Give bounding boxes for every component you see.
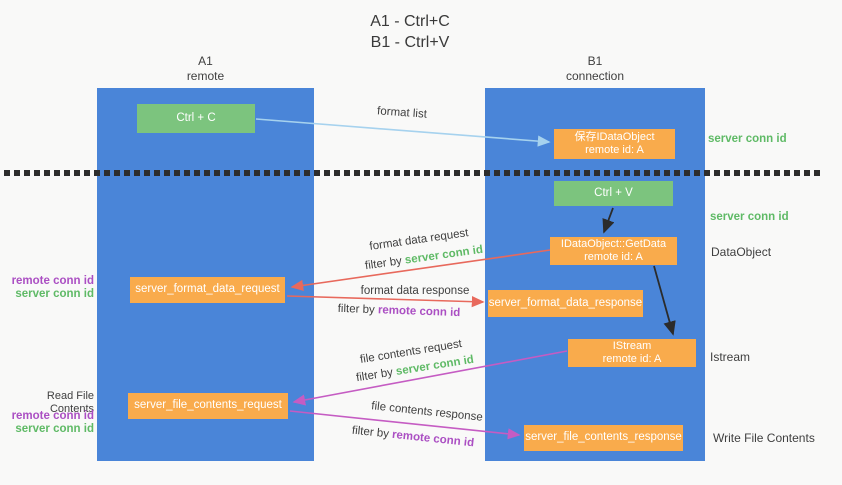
- server-conn-id-annotation-2: server conn id: [15, 423, 94, 435]
- server-conn-id-annotation-mid: server conn id: [710, 211, 789, 223]
- conn-id-annotation-block-1: remote conn id server conn id: [0, 275, 94, 301]
- diagram-title: A1 - Ctrl+C B1 - Ctrl+V: [0, 11, 820, 53]
- remote-conn-id-annotation-2: remote conn id: [11, 410, 94, 422]
- title-line-1: A1 - Ctrl+C: [370, 13, 450, 30]
- ctrl-c-label: Ctrl + C: [176, 111, 216, 124]
- ctrl-c-box: Ctrl + C: [137, 104, 255, 133]
- right-lane-header: B1 connection: [485, 54, 705, 84]
- filter-by-remote-conn-id-label-1: filter by remote conn id: [337, 303, 460, 319]
- title-line-2: B1 - Ctrl+V: [370, 34, 450, 51]
- filter-by-text: filter by: [355, 366, 397, 385]
- format-data-response-label: format data response: [360, 285, 470, 297]
- filter-by-text: filter by: [337, 302, 379, 317]
- idataobject-getdata-line2: remote id: A: [584, 251, 643, 263]
- right-lane-name: B1: [587, 54, 603, 68]
- write-file-contents-annotation: Write File Contents: [713, 431, 815, 445]
- remote-conn-id-text: remote conn id: [377, 304, 461, 320]
- istream-box: IStream remote id: A: [568, 339, 696, 367]
- left-lane-header: A1 remote: [97, 54, 314, 84]
- remote-conn-id-text: remote conn id: [391, 428, 475, 450]
- phase-separator-dotted-line: [4, 170, 824, 176]
- server-file-contents-request-box: server_file_contents_request: [128, 393, 288, 419]
- ctrl-v-label: Ctrl + V: [594, 186, 633, 199]
- filter-by-remote-conn-id-label-2: filter by remote conn id: [351, 425, 474, 450]
- server-format-data-response-label: server_format_data_response: [488, 296, 643, 309]
- istream-annotation: Istream: [710, 350, 751, 364]
- save-idataobject-line1: 保存IDataObject: [574, 130, 655, 143]
- idataobject-getdata-line1: IDataObject::GetData: [560, 237, 667, 250]
- server-conn-id-text: server conn id: [404, 243, 484, 267]
- server-file-contents-response-box: server_file_contents_response: [524, 425, 683, 451]
- ctrl-v-box: Ctrl + V: [554, 181, 673, 206]
- conn-id-annotation-block-2: remote conn id server conn id: [0, 410, 94, 436]
- server-format-data-request-box: server_format_data_request: [130, 277, 285, 303]
- file-contents-response-label: file contents response: [370, 400, 484, 424]
- dataobject-annotation: DataObject: [711, 245, 772, 259]
- format-list-label: format list: [376, 105, 428, 121]
- idataobject-getdata-box: IDataObject::GetData remote id: A: [550, 237, 677, 265]
- filter-by-text: filter by: [351, 424, 393, 441]
- left-lane-name: A1: [198, 54, 213, 68]
- server-conn-id-annotation-1: server conn id: [15, 288, 94, 300]
- remote-conn-id-annotation-1: remote conn id: [11, 275, 94, 287]
- read-file-contents-annotation: Read File Contents: [46, 390, 94, 415]
- left-lane-subtitle: remote: [186, 69, 225, 83]
- save-idataobject-line2: remote id: A: [585, 144, 644, 156]
- right-lane-subtitle: connection: [565, 69, 625, 83]
- istream-line1: IStream: [612, 339, 652, 352]
- save-idataobject-box: 保存IDataObject remote id: A: [554, 129, 675, 159]
- server-conn-id-annotation-top: server conn id: [708, 133, 787, 145]
- server-file-contents-request-label: server_file_contents_request: [134, 399, 282, 412]
- filter-by-text: filter by: [364, 254, 406, 273]
- server-file-contents-response-label: server_file_contents_response: [525, 431, 682, 444]
- server-format-data-response-box: server_format_data_response: [488, 290, 643, 317]
- server-format-data-request-label: server_format_data_request: [135, 283, 280, 296]
- istream-line2: remote id: A: [602, 353, 662, 365]
